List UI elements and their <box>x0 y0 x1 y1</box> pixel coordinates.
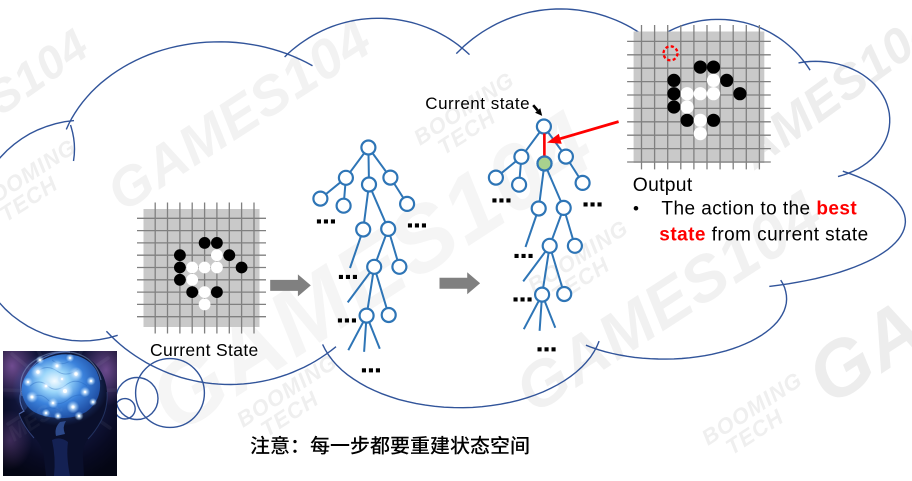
svg-text:The action to the best: The action to the best <box>661 199 857 220</box>
svg-text:Current state: Current state <box>425 94 530 113</box>
svg-text:•: • <box>633 199 639 218</box>
svg-text:Current State: Current State <box>150 340 259 360</box>
svg-text:state from current state: state from current state <box>659 225 868 246</box>
svg-text:Output: Output <box>633 175 693 196</box>
